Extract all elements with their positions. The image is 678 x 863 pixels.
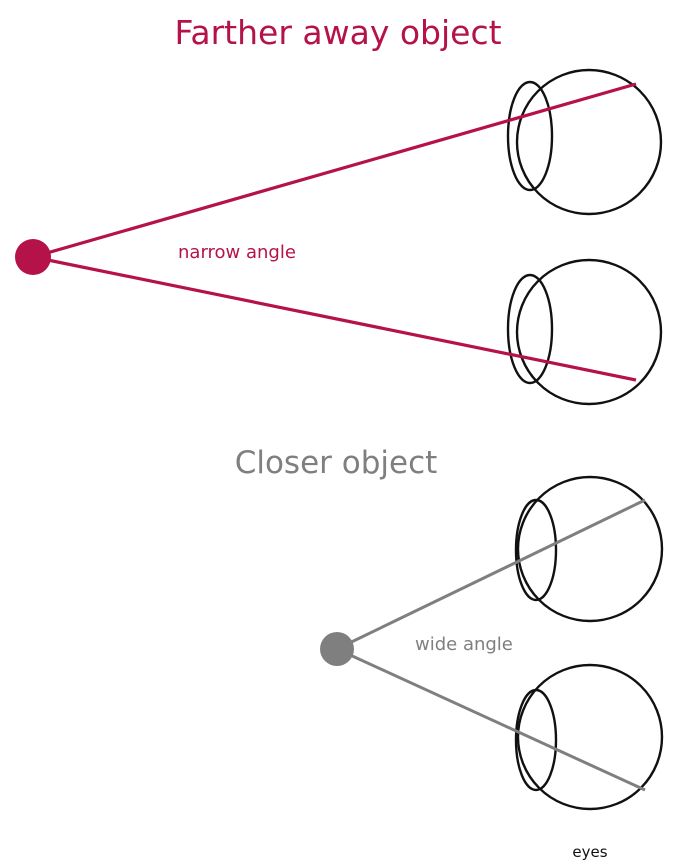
narrow-angle-label: narrow angle xyxy=(178,242,296,263)
close-eye-bottom xyxy=(514,663,664,811)
far-ray-top xyxy=(32,82,637,259)
close-object-dot xyxy=(320,632,354,666)
far-ray-bottom xyxy=(32,255,637,382)
far-eye-top xyxy=(506,68,663,216)
eye-lens xyxy=(514,498,558,602)
far-eye-bottom xyxy=(506,258,663,406)
eye-lens xyxy=(506,273,554,385)
eyeball xyxy=(515,68,663,216)
far-object-title: Farther away object xyxy=(174,13,501,52)
eyes-label: eyes xyxy=(572,843,607,861)
close-object-title: Closer object xyxy=(235,445,438,481)
eyeball xyxy=(515,258,663,406)
close-eye-top xyxy=(514,475,664,623)
close-ray-bottom xyxy=(336,647,646,792)
eyeball xyxy=(516,663,664,811)
close-ray-top xyxy=(336,498,646,651)
eyeball xyxy=(516,475,664,623)
far-object-dot xyxy=(15,239,51,275)
wide-angle-label: wide angle xyxy=(415,634,513,655)
eye-lens xyxy=(506,80,554,192)
eye-lens xyxy=(514,688,558,792)
